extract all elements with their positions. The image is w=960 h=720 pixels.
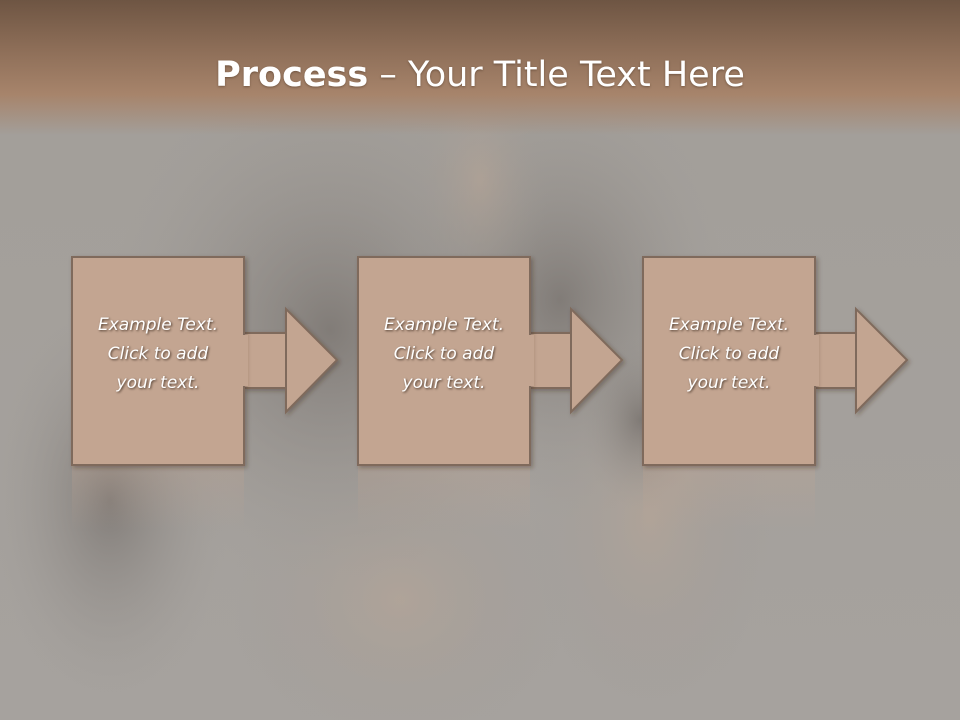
arrow-joint — [811, 335, 819, 386]
arrow-right-icon — [814, 306, 909, 415]
step-text-line: Click to add — [678, 344, 780, 364]
arrow-right-icon — [243, 306, 339, 415]
step-1-text[interactable]: Example Text. Click to add your text. — [72, 311, 244, 398]
arrow-joint — [526, 335, 534, 386]
process-step-1[interactable] — [71, 256, 339, 466]
step-box — [71, 256, 245, 466]
step-2-text[interactable]: Example Text. Click to add your text. — [358, 311, 530, 398]
title-bar — [0, 0, 960, 135]
step-box — [642, 256, 816, 466]
step-text-line: Click to add — [107, 344, 209, 364]
step-text-line: your text. — [116, 373, 200, 393]
step-text-line: Example Text. — [383, 315, 505, 335]
step-text-line: your text. — [402, 373, 486, 393]
process-step-3[interactable] — [642, 256, 909, 466]
process-step-2[interactable] — [357, 256, 624, 466]
title-rest-text: – Your Title Text Here — [368, 55, 745, 95]
step-text-line: your text. — [687, 373, 771, 393]
arrow-right-icon — [529, 306, 624, 415]
step-3-text[interactable]: Example Text. Click to add your text. — [643, 311, 815, 398]
title-bold-text: Process — [215, 55, 369, 95]
step-text-line: Click to add — [393, 344, 495, 364]
step-text-line: Example Text. — [97, 315, 219, 335]
step-reflections — [72, 466, 815, 530]
arrow-joint — [240, 335, 248, 386]
slide-title[interactable]: Process – Your Title Text Here — [0, 52, 960, 98]
step-text-line: Example Text. — [668, 315, 790, 335]
